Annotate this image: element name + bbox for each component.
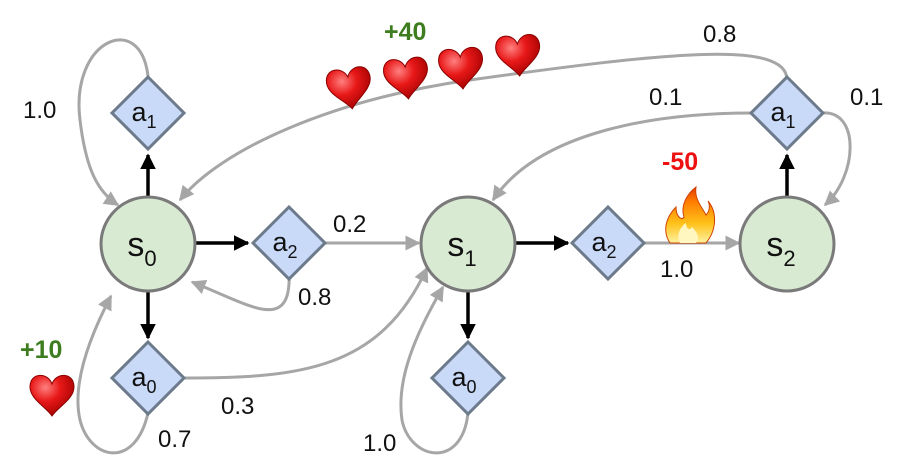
action-s0-a2: a2 <box>250 204 328 282</box>
prob-s0a1-s0: 1.0 <box>23 97 56 124</box>
state-s2: s2 <box>738 195 836 293</box>
arrow-s0a2-to-s0 <box>190 271 291 312</box>
prob-s1a2-s2: 1.0 <box>660 256 693 283</box>
prob-s1a0-s1: 1.0 <box>363 430 396 457</box>
action-arrows <box>140 153 795 340</box>
action-s0-a0: a0 <box>109 339 187 417</box>
state-s1: s1 <box>419 195 517 293</box>
fire-icon <box>665 185 715 244</box>
arrow-s0a0-to-s0 <box>76 294 150 455</box>
svg-text:s1: s1 <box>447 226 476 271</box>
state-s0: s0 <box>99 195 197 293</box>
state-label: s <box>447 226 464 264</box>
prob-s2a1-s2: 0.1 <box>850 84 883 111</box>
action-s2-a1: a1 <box>748 74 826 152</box>
arrow-s2a1-to-s2 <box>821 111 852 207</box>
state-subscript: 1 <box>464 246 476 271</box>
action-s0-a1: a1 <box>109 74 187 152</box>
svg-text:a2: a2 <box>272 227 297 262</box>
arrow-s1a0-to-s1 <box>399 285 470 455</box>
prob-s0a2-s0: 0.8 <box>298 284 331 311</box>
arrow-s2a1-to-s0 <box>178 52 789 202</box>
reward-plus-40: +40 <box>384 18 426 46</box>
state-subscript: 0 <box>144 246 156 271</box>
prob-s2a1-s1: 0.1 <box>649 84 682 111</box>
transition-arrows <box>76 38 852 455</box>
reward-minus-50: -50 <box>662 148 698 176</box>
heart-icon <box>324 64 375 113</box>
svg-text:a1: a1 <box>131 97 156 132</box>
prob-s2a1-s0: 0.8 <box>703 21 736 48</box>
prob-s0a0-s1: 0.3 <box>221 393 254 420</box>
action-s1-a0: a0 <box>429 339 507 417</box>
reward-plus-10: +10 <box>20 336 62 364</box>
arrow-s2a1-to-s1 <box>491 111 753 202</box>
probability-labels: 1.0 0.2 0.8 0.3 0.7 1.0 1.0 0.8 0.1 0.1 <box>23 21 883 457</box>
prob-s0a2-s1: 0.2 <box>333 211 366 238</box>
arrow-s0a0-to-s1 <box>184 266 429 380</box>
state-label: s <box>766 226 783 264</box>
heart-icon <box>29 374 75 417</box>
action-s1-a2: a2 <box>569 204 647 282</box>
state-subscript: 2 <box>783 246 795 271</box>
arrow-s0a1-to-s0 <box>77 38 150 207</box>
svg-text:a0: a0 <box>131 362 156 397</box>
prob-s0a0-s0: 0.7 <box>158 426 191 453</box>
svg-text:s0: s0 <box>127 226 156 271</box>
state-label: s <box>127 226 144 264</box>
svg-text:s2: s2 <box>766 226 795 271</box>
svg-text:a2: a2 <box>591 227 616 262</box>
svg-text:a1: a1 <box>770 97 795 132</box>
svg-text:a0: a0 <box>451 362 476 397</box>
